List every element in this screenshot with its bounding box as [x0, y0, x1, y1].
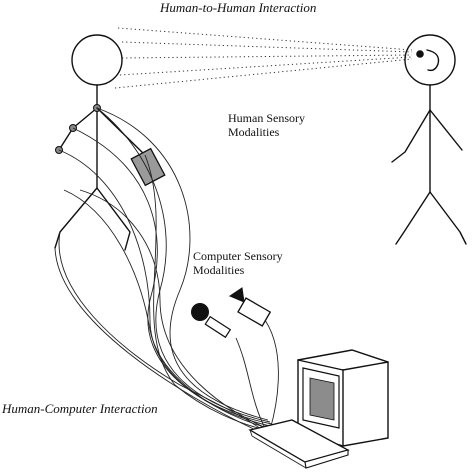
human-computer-label: Human-Computer Interaction [1, 401, 158, 416]
right-leg-right [429, 191, 467, 245]
human-figure-left [54, 34, 146, 251]
connection-curves [54, 107, 279, 433]
human-sensory-label-line1: Human Sensory [228, 111, 305, 125]
computer-sensory-label-line2: Modalities [193, 263, 245, 277]
left-arm-raised [58, 107, 98, 151]
elbow-joint [69, 124, 77, 132]
keyboard [248, 419, 350, 469]
ear-icon [426, 49, 440, 72]
right-arm-right [429, 109, 463, 151]
camera-icon [228, 287, 272, 327]
sight-lines [114, 27, 413, 89]
computer-monitor [297, 349, 389, 447]
human-sensory-label-line2: Modalities [228, 125, 280, 139]
computer-sensory-label-line1: Computer Sensory [193, 249, 283, 263]
right-arm-left [391, 109, 431, 163]
human-figure-right [391, 34, 467, 245]
human-to-human-label: Human-to-Human Interaction [159, 0, 316, 15]
left-arm-other [96, 107, 146, 156]
left-leg [54, 187, 98, 249]
left-head [71, 34, 123, 86]
microphone-icon [191, 303, 232, 339]
monitor-screen [309, 377, 335, 421]
eye-icon [416, 50, 424, 58]
right-leg-left [395, 191, 431, 245]
handheld-device [130, 147, 166, 187]
right-head [404, 34, 456, 86]
